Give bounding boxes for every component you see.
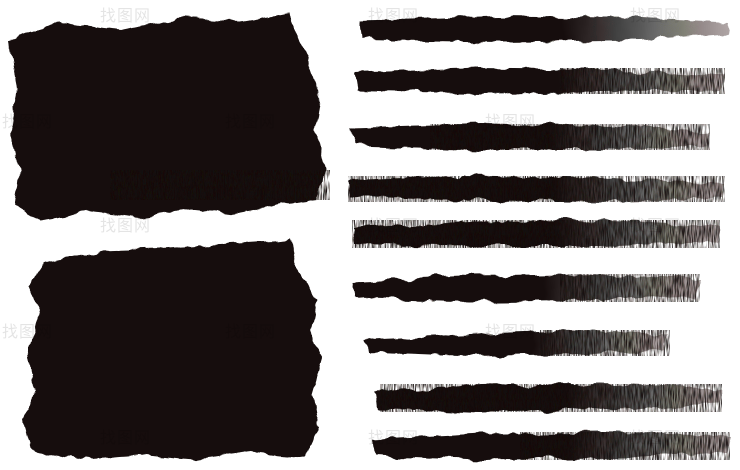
- square-brush-stroke-1: [10, 14, 325, 220]
- square-brush-stroke-2: [22, 240, 322, 460]
- horizontal-brush-stroke-1: [360, 16, 730, 42]
